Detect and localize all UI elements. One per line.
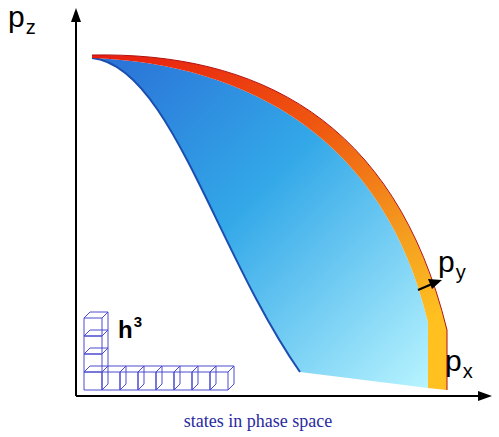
sphere-shell (92, 55, 447, 390)
axes (71, 8, 492, 401)
cell-superscript: 3 (134, 314, 142, 329)
axis-label: p (438, 247, 455, 277)
caption: states in phase space (184, 412, 332, 430)
phase-space-cells (84, 312, 234, 390)
shell-edge (92, 55, 447, 390)
axis-label: p (8, 2, 25, 32)
cell-cube (84, 312, 108, 336)
axis-subscript: z (26, 17, 36, 37)
cell-label: h (118, 318, 133, 342)
axis-subscript: x (463, 361, 473, 381)
sphere-surface (92, 58, 428, 388)
axis-subscript: y (456, 262, 466, 282)
cell-cube (210, 366, 234, 390)
surface-edge (92, 58, 300, 372)
axis-label: p (445, 346, 462, 376)
